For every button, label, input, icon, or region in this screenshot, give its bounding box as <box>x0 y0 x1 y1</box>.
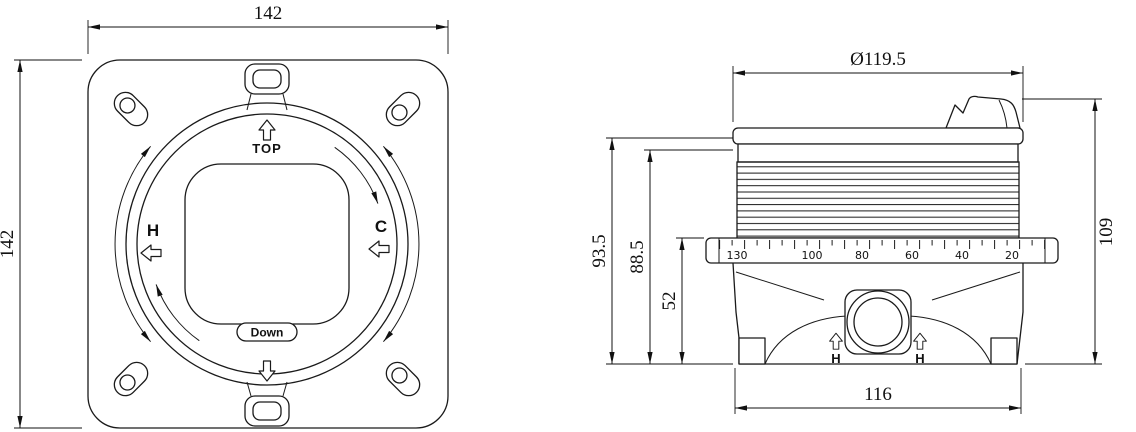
rotation-arc-right <box>383 145 420 343</box>
body-strut-left <box>764 315 848 365</box>
ruler-num-20: 20 <box>1005 249 1019 262</box>
corner-slot-bottom-left <box>113 361 149 397</box>
dim-front-width-value: 142 <box>254 3 283 24</box>
cold-label: C <box>375 217 387 236</box>
dim-width-116: 116 <box>734 368 1022 414</box>
handle-lever <box>945 95 1021 129</box>
down-label: Down <box>251 326 284 340</box>
port-circle-outer <box>846 290 910 354</box>
rotation-arc-left <box>114 145 151 343</box>
dim-diameter: Ø119.5 <box>732 49 1024 122</box>
dim-height-52: 52 <box>659 237 704 364</box>
foot-right <box>990 337 1018 365</box>
dim-front-height-value: 142 <box>0 230 18 259</box>
dim-93-5-value: 93.5 <box>589 234 610 267</box>
port-circle-inner <box>853 297 903 347</box>
adjust-arc-bottom-left <box>155 284 200 342</box>
ruler-num-100: 100 <box>802 249 823 262</box>
ruler-num-40: 40 <box>955 249 969 262</box>
dim-front-height: 142 <box>0 59 82 429</box>
dim-height-109: 109 <box>1022 98 1117 365</box>
foot-left <box>738 337 766 365</box>
corner-slot-top-right <box>385 91 421 127</box>
dim-diameter-value: Ø119.5 <box>850 49 906 70</box>
ruler-flange: 130 100 80 60 40 20 <box>705 237 1059 264</box>
dim-88-5-value: 88.5 <box>627 240 648 273</box>
mounting-tab-bottom <box>244 381 290 427</box>
ruler-num-60: 60 <box>905 249 919 262</box>
dim-height-93-5: 93.5 <box>589 137 733 365</box>
ruler-num-80: 80 <box>855 249 869 262</box>
dim-52-value: 52 <box>659 292 680 311</box>
valve-body: H H <box>732 262 1024 366</box>
adjust-arc-top-right <box>334 146 379 204</box>
body-outline <box>732 262 1024 365</box>
down-label-box <box>236 322 298 342</box>
side-view: 130 100 80 60 40 20 H H <box>589 49 1117 414</box>
top-label: TOP <box>252 141 282 156</box>
threaded-sleeve <box>736 161 1020 239</box>
hot-label: H <box>147 221 159 240</box>
ruler-num-130: 130 <box>727 249 748 262</box>
dim-116-value: 116 <box>864 384 892 405</box>
dim-height-88-5: 88.5 <box>627 149 733 364</box>
ruler-ticks <box>719 240 1045 250</box>
front-view: TOP Down H C 142 142 <box>0 3 449 429</box>
mounting-tab-top <box>244 63 290 111</box>
body-shoulder-right <box>931 271 1021 301</box>
hot-inlet-left-label: H <box>831 351 840 366</box>
hot-inlet-right-label: H <box>915 351 924 366</box>
dim-109-value: 109 <box>1096 218 1117 247</box>
body-strut-right <box>908 315 992 365</box>
valve-cap <box>732 127 1024 163</box>
hot-inlet-left-arrow-icon <box>829 332 843 350</box>
dim-front-width: 142 <box>87 3 449 54</box>
handle-lever-detail <box>998 99 1008 129</box>
body-shoulder-left <box>735 271 825 301</box>
hot-inlet-right-arrow-icon <box>913 332 927 350</box>
